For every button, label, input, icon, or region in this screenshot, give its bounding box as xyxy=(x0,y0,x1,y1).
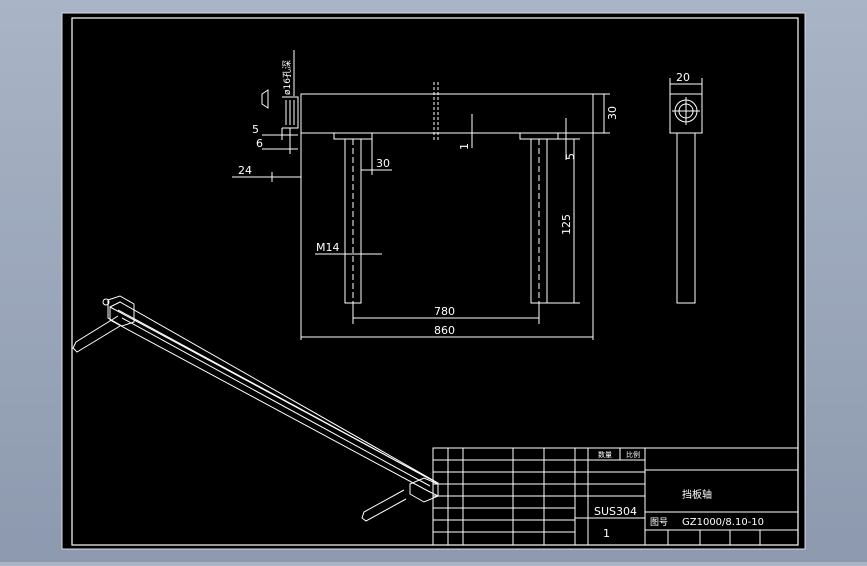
tb-drawing-no-label: 图号 xyxy=(650,517,668,528)
iso-left-leg xyxy=(72,315,121,353)
bar-body xyxy=(300,93,594,134)
dim-5-left: 5 xyxy=(252,123,259,136)
side-view-leg xyxy=(676,132,696,304)
dim-860: 860 xyxy=(434,324,455,337)
side-view xyxy=(669,78,703,304)
break-line xyxy=(433,82,439,142)
title-block-text: 数量 比例 挡板轴 SUS304 1 图号 GZ1000/8.10-10 xyxy=(594,450,764,540)
title-block xyxy=(432,447,799,546)
dim-5-right: 5 xyxy=(564,153,577,160)
iso-right-leg xyxy=(361,489,407,522)
dim-6-left: 6 xyxy=(256,137,263,150)
tb-drawing-no: GZ1000/8.10-10 xyxy=(682,517,764,528)
dim-30-height: 30 xyxy=(606,106,619,120)
dim-20: 20 xyxy=(676,71,690,84)
tb-quantity: 1 xyxy=(603,527,610,540)
iso-left-knob xyxy=(102,298,110,306)
dim-30-leg: 30 xyxy=(376,157,390,170)
dim-m14: M14 xyxy=(316,241,340,254)
dim-24: 24 xyxy=(238,164,252,177)
dim-1: 1 xyxy=(458,143,471,150)
front-view xyxy=(232,50,610,340)
dimension-labels: ø16孔深 5 6 24 30 30 1 5 125 M14 780 860 2… xyxy=(238,60,690,337)
tb-ratio-label: 比例 xyxy=(626,450,640,459)
tb-material: SUS304 xyxy=(594,505,637,518)
end-arrow xyxy=(261,89,269,109)
tb-quantity-label: 数量 xyxy=(598,450,612,459)
iso-left-end xyxy=(107,295,135,327)
dim-780: 780 xyxy=(434,305,455,318)
tb-part-name: 挡板轴 xyxy=(682,488,712,501)
dim-125: 125 xyxy=(560,214,573,235)
dim-hole-label: ø16孔深 xyxy=(282,60,293,95)
end-hole-lines xyxy=(285,100,295,125)
